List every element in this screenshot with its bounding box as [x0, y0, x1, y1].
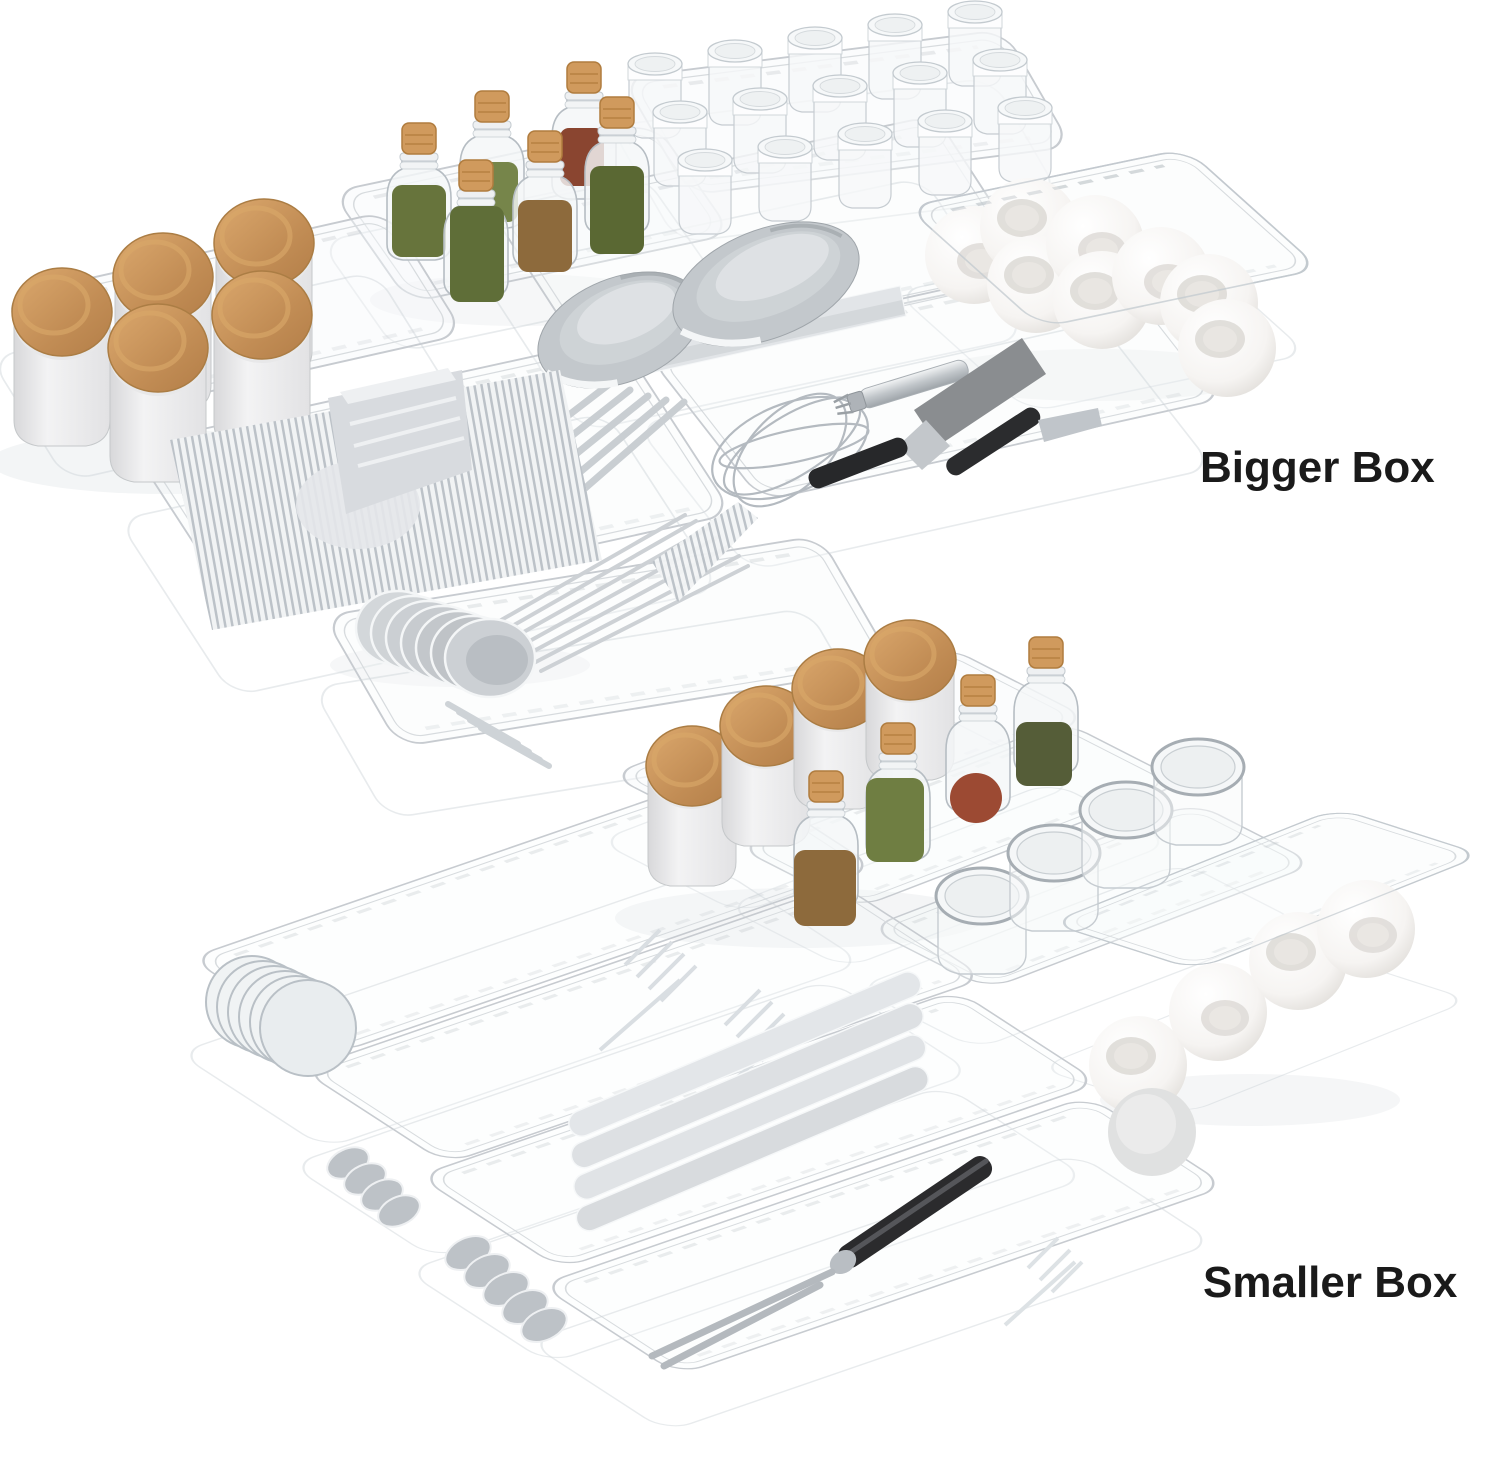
- svg-text:Smaller Box: Smaller Box: [1203, 1258, 1458, 1307]
- svg-text:Bigger Box: Bigger Box: [1200, 443, 1435, 492]
